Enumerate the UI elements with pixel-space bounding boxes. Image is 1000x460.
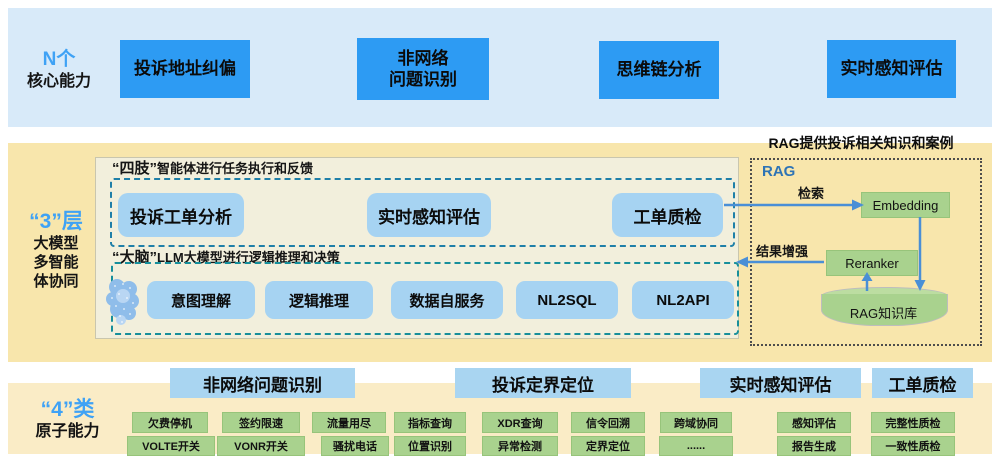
atomic-item: VONR开关 <box>217 436 305 456</box>
group-header-ticket-qc: 工单质检 <box>872 368 973 398</box>
brain-box-logic: 逻辑推理 <box>265 281 373 319</box>
rag-title: RAG提供投诉相关知识和案例 <box>768 135 954 151</box>
limbs-dashed-box <box>110 178 735 247</box>
knowledge-base-cylinder <box>821 294 948 326</box>
llm-layer-count: “3”层 <box>29 210 83 233</box>
atomic-item: 报告生成 <box>777 436 851 456</box>
atomic-item: 感知评估 <box>777 412 851 433</box>
brain-icon <box>103 276 143 333</box>
agent-ticket-analysis: 投诉工单分析 <box>118 193 244 237</box>
atomic-capability-text: 原子能力 <box>35 423 100 440</box>
agent-ticket-qc: 工单质检 <box>612 193 723 237</box>
knowledge-base-label: RAG知识库 <box>849 306 918 321</box>
embedding-box: Embedding <box>861 192 950 218</box>
capability-non-network-issue: 非网络 问题识别 <box>357 38 489 100</box>
limbs-caption: “四肢”智能体进行任务执行和反馈 <box>112 157 313 178</box>
brain-box-data-service: 数据自服务 <box>391 281 503 319</box>
group-header-perception: 实时感知评估 <box>700 368 861 398</box>
agent-realtime-perception: 实时感知评估 <box>367 193 491 237</box>
atomic-item: 签约限速 <box>222 412 300 433</box>
limbs-caption-head: “四肢” <box>112 160 158 177</box>
brain-box-intent: 意图理解 <box>147 281 255 319</box>
reranker-box: Reranker <box>826 250 918 276</box>
enhance-label: 结果增强 <box>756 244 809 259</box>
atomic-item: 跨域协同 <box>660 412 732 433</box>
llm-layer-text: 大模型 多智能 体协同 <box>33 235 79 290</box>
atomic-item: 位置识别 <box>394 436 466 456</box>
atomic-item: XDR查询 <box>482 412 558 433</box>
brain-caption: “大脑”LLM大模型进行逻辑推理和决策 <box>112 246 340 267</box>
brain-caption-rest: LLM大模型进行逻辑推理和决策 <box>157 250 340 265</box>
capability-realtime-perception: 实时感知评估 <box>827 40 956 98</box>
group-header-delimitation: 投诉定界定位 <box>455 368 631 398</box>
atomic-capability-count: “4”类 <box>40 398 95 421</box>
brain-box-nl2sql: NL2SQL <box>516 281 618 319</box>
rag-dotted-box <box>750 158 982 346</box>
atomic-item: VOLTE开关 <box>127 436 215 456</box>
atomic-item: 骚扰电话 <box>321 436 389 456</box>
brain-box-nl2api: NL2API <box>632 281 734 319</box>
core-capabilities-text: 核心能力 <box>26 73 91 90</box>
group-header-non-network: 非网络问题识别 <box>170 368 355 398</box>
llm-layer-label: “3”层 大模型 多智能 体协同 <box>16 210 96 291</box>
atomic-item: 完整性质检 <box>871 412 955 433</box>
atomic-item: 流量用尽 <box>312 412 386 433</box>
atomic-item: 信令回溯 <box>571 412 645 433</box>
atomic-item: 欠费停机 <box>132 412 208 433</box>
atomic-capability-label: “4”类 原子能力 <box>20 398 115 441</box>
core-capabilities-count: N个 <box>42 49 76 70</box>
limbs-caption-rest: 智能体进行任务执行和反馈 <box>157 161 314 176</box>
atomic-item: 一致性质检 <box>871 436 955 456</box>
rag-label: RAG <box>762 163 796 180</box>
brain-caption-head: “大脑” <box>112 249 158 266</box>
atomic-item: 异常检测 <box>482 436 558 456</box>
atomic-item: ...... <box>659 436 733 456</box>
atomic-item: 定界定位 <box>571 436 645 456</box>
core-capabilities-label: N个 核心能力 <box>14 48 104 91</box>
capability-cot-analysis: 思维链分析 <box>599 41 719 99</box>
capability-address-correction: 投诉地址纠偏 <box>120 40 250 98</box>
retrieve-label: 检索 <box>798 186 825 201</box>
atomic-item: 指标查询 <box>394 412 466 433</box>
